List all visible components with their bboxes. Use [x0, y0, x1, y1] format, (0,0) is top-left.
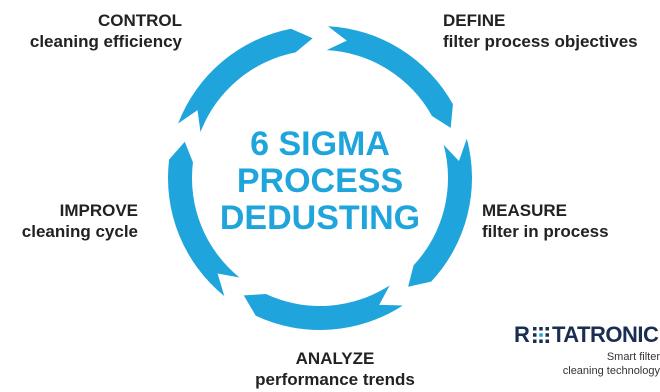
- step-improve-desc: cleaning cycle: [21, 222, 138, 241]
- center-title-line-1: 6 SIGMA: [250, 125, 390, 163]
- logo-tagline-2: cleaning technology: [562, 365, 660, 377]
- logo-wordmark: R TATRONIC: [514, 322, 660, 348]
- step-measure-title: MEASURE: [482, 201, 568, 220]
- rotatronic-logo: R TATRONIC Smart filter cleaning technol…: [514, 322, 660, 382]
- step-define-title: DEFINE: [443, 11, 506, 30]
- cycle-segment-control: [178, 28, 313, 133]
- step-measure-desc: filter in process: [482, 222, 609, 241]
- step-define-desc: filter process objectives: [443, 32, 638, 51]
- step-measure: MEASURE filter in process: [482, 200, 609, 242]
- step-improve: IMPROVE cleaning cycle: [22, 200, 138, 242]
- cycle-segment-analyze: [243, 285, 403, 331]
- logo-brand-rest: TATRONIC: [552, 322, 659, 347]
- logo-letter-r: R: [514, 322, 530, 347]
- center-title-line-2: PROCESS: [236, 162, 404, 200]
- center-title-line-3: DEDUSTING: [219, 199, 421, 237]
- step-analyze: ANALYZE performance trends: [250, 348, 420, 390]
- step-control: CONTROL cleaning efficiency: [30, 10, 182, 52]
- cycle-segment-measure: [408, 138, 472, 287]
- logo-tagline: Smart filter cleaning technology: [514, 350, 660, 378]
- logo-tagline-1: Smart filter: [606, 351, 660, 363]
- step-control-desc: cleaning efficiency: [29, 32, 182, 51]
- step-analyze-desc: performance trends: [255, 370, 415, 389]
- step-analyze-title: ANALYZE: [295, 349, 375, 368]
- step-define: DEFINE filter process objectives: [443, 10, 638, 52]
- step-control-title: CONTROL: [97, 11, 182, 30]
- cycle-segment-improve: [167, 141, 240, 297]
- cycle-segment-define: [326, 26, 453, 128]
- step-improve-title: IMPROVE: [59, 201, 138, 220]
- logo-dot-grid-icon: [533, 327, 549, 343]
- center-title: 6 SIGMA PROCESS DEDUSTING: [195, 126, 445, 237]
